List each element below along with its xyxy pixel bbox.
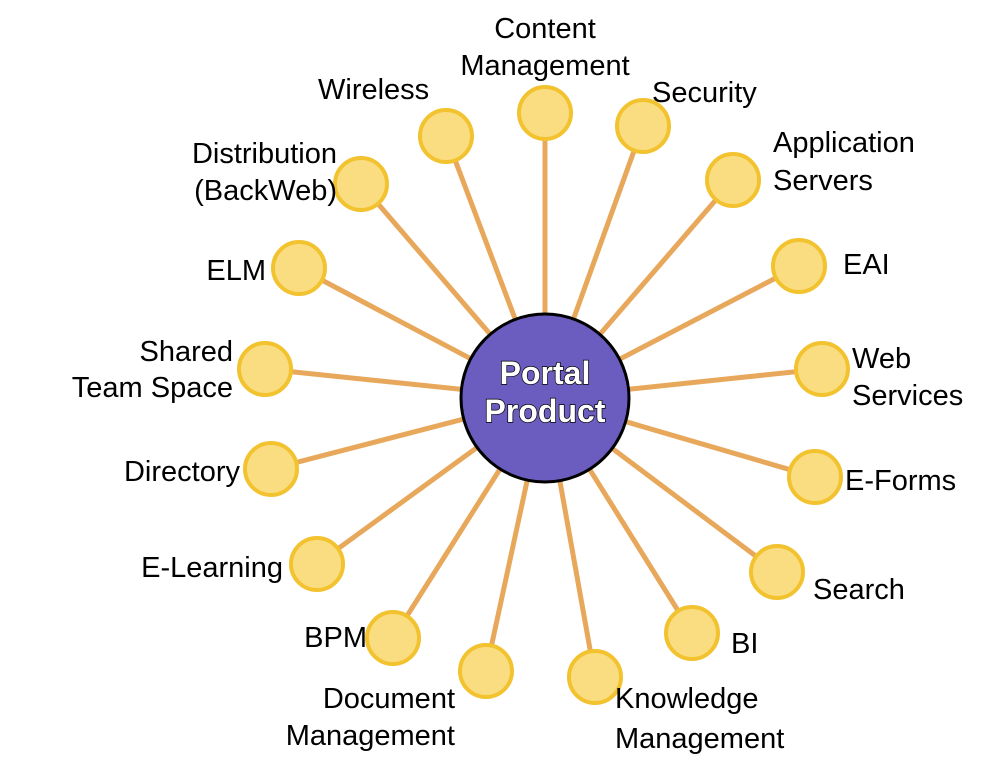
label-document-management-line-1: Document	[323, 683, 455, 715]
label-content-management-line-1: Content	[494, 13, 596, 45]
node-document-management	[458, 643, 514, 699]
label-shared-team-space-line-2: Team Space	[72, 372, 233, 404]
label-eai-line-1: EAI	[843, 249, 890, 281]
node-shared-team-space	[237, 341, 293, 397]
node-wireless	[418, 108, 474, 164]
node-search	[749, 544, 805, 600]
nodes	[237, 85, 850, 705]
label-bi-line-1: BI	[731, 628, 758, 660]
label-distribution-line-2: (BackWeb)	[194, 175, 337, 207]
label-e-learning-line-1: E-Learning	[141, 552, 283, 584]
label-application-servers-line-2: Servers	[773, 165, 873, 197]
node-e-forms	[787, 449, 843, 505]
node-content-management	[517, 85, 573, 141]
label-application-servers-line-1: Application	[773, 127, 915, 159]
node-distribution	[333, 156, 389, 212]
node-application-servers	[705, 152, 761, 208]
label-content-management-line-2: Management	[460, 50, 629, 82]
node-web-services	[794, 341, 850, 397]
label-document-management-line-2: Management	[286, 720, 455, 752]
node-bi	[664, 605, 720, 661]
label-knowledge-management-line-1: Knowledge	[615, 683, 759, 715]
labels: ContentManagementSecurityApplicationServ…	[72, 13, 963, 755]
node-e-learning	[289, 536, 345, 592]
label-bpm-line-1: BPM	[304, 622, 367, 654]
center-label-line-1: Portal	[500, 355, 591, 391]
node-security	[615, 98, 671, 154]
label-knowledge-management-line-2: Management	[615, 723, 784, 755]
label-elm-line-1: ELM	[206, 255, 266, 287]
center-hub: Portal Product	[459, 312, 631, 484]
center-circle	[459, 312, 631, 484]
node-eai	[771, 238, 827, 294]
label-wireless-line-1: Wireless	[318, 74, 429, 106]
center-label-line-2: Product	[485, 393, 606, 429]
node-elm	[271, 240, 327, 296]
node-directory	[243, 441, 299, 497]
node-knowledge-management	[567, 649, 623, 705]
label-directory-line-1: Directory	[124, 456, 241, 488]
label-web-services-line-1: Web	[852, 343, 911, 375]
label-security-line-1: Security	[652, 77, 757, 109]
label-web-services-line-2: Services	[852, 380, 963, 412]
node-bpm	[365, 610, 421, 666]
label-e-forms-line-1: E-Forms	[845, 465, 956, 497]
label-shared-team-space-line-1: Shared	[139, 336, 233, 368]
label-distribution-line-1: Distribution	[192, 138, 337, 170]
label-search-line-1: Search	[813, 574, 905, 606]
